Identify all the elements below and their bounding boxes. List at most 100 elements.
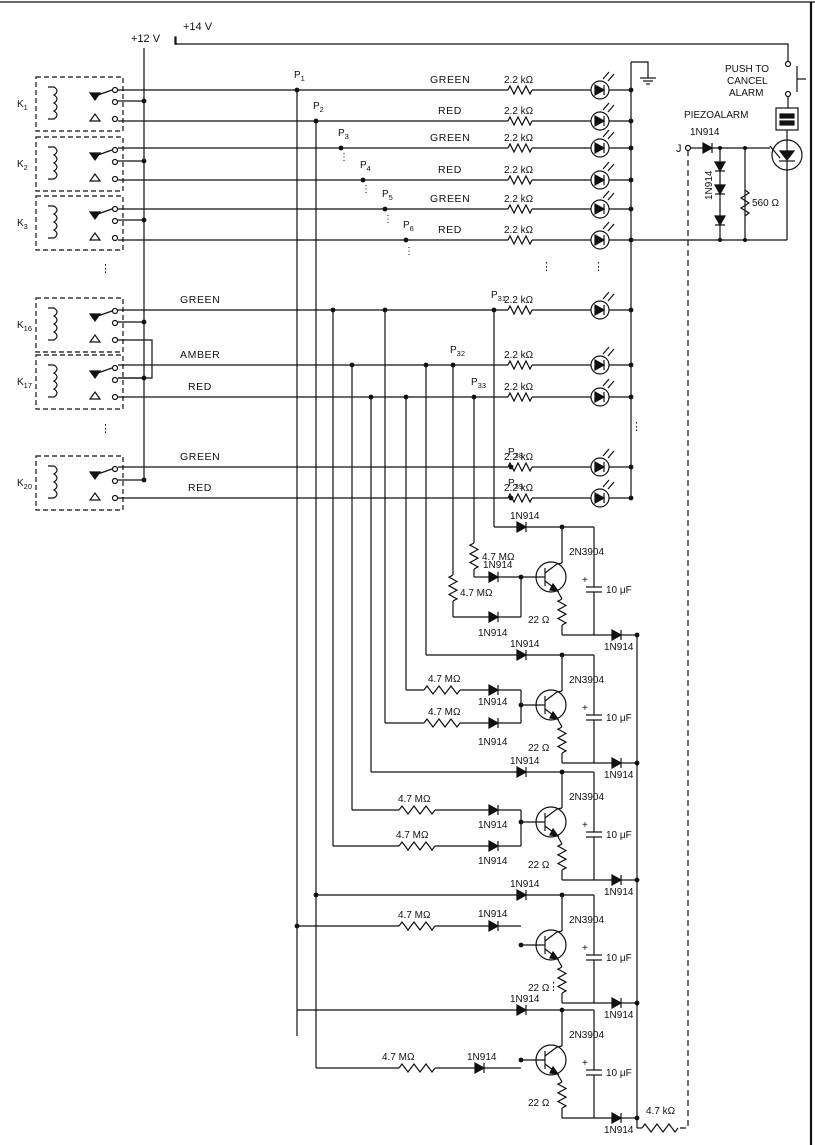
ellipsis: ⋮ xyxy=(100,423,111,435)
ellipsis: ⋮ xyxy=(383,214,393,225)
contact-pin xyxy=(111,86,119,94)
led-resistor xyxy=(507,115,533,127)
junction-dot xyxy=(508,495,514,501)
base-resistor xyxy=(423,685,461,695)
junction-dot xyxy=(382,206,388,212)
led-ray xyxy=(602,346,610,355)
junction-dot xyxy=(628,206,634,212)
led-ray xyxy=(602,448,610,457)
junction-dot xyxy=(628,118,634,124)
led-diode xyxy=(594,141,606,155)
bridge-wire xyxy=(118,339,153,379)
contact-blade xyxy=(94,468,113,476)
base-resistor xyxy=(447,574,459,602)
ellipsis: ⋮ xyxy=(541,261,552,273)
relay-box xyxy=(35,195,124,251)
diode-label: 1N914 xyxy=(510,879,540,890)
base-resistor xyxy=(398,921,436,931)
led-resistor-label: 2.2 kΩ xyxy=(504,106,534,117)
junction-dot xyxy=(628,495,634,501)
diode-label: 1N914 xyxy=(604,642,634,653)
diode-label: 1N914 xyxy=(604,770,634,781)
contact-arm xyxy=(88,313,102,323)
diode-output xyxy=(611,1111,623,1125)
point-label-p1: P1 xyxy=(294,70,305,83)
led-resistor-label: 2.2 kΩ xyxy=(504,452,534,463)
led-ray xyxy=(607,348,615,357)
wire-color-label: RED xyxy=(438,224,462,236)
cancel-label-3: ALARM xyxy=(729,88,763,99)
junction-dot xyxy=(141,217,147,223)
point-label-p4: P4 xyxy=(360,160,371,173)
emitter-wire xyxy=(556,834,563,845)
base-resistor xyxy=(398,1063,436,1073)
contact-arm xyxy=(88,152,102,162)
cap-label: 10 μF xyxy=(606,830,632,841)
emitter-arrow xyxy=(549,582,560,592)
junction-dot xyxy=(141,477,147,483)
diode-label: 1N914 xyxy=(604,1125,634,1136)
junction-dot xyxy=(628,394,634,400)
led-resistor xyxy=(507,461,533,473)
diode-output xyxy=(611,756,623,770)
contact-triangle xyxy=(88,333,102,343)
emitter-resistor-label: 22 Ω xyxy=(528,1098,550,1109)
supply-14v-label: +14 V xyxy=(183,21,213,33)
diode-label: 1N914 xyxy=(510,756,540,767)
collector-wire xyxy=(556,690,563,693)
diode-label: 1N914 xyxy=(478,856,508,867)
base-resistor xyxy=(468,542,480,570)
led-diode xyxy=(594,390,606,404)
led-diode xyxy=(594,233,606,247)
contact-triangle xyxy=(88,112,102,122)
led-ray xyxy=(602,378,610,387)
ellipsis: ⋮ xyxy=(404,246,414,257)
transistor-collector xyxy=(544,931,558,942)
emitter-resistor xyxy=(556,726,568,754)
base-resistor-label: 4.7 MΩ xyxy=(460,588,493,599)
cap-label: 10 μF xyxy=(606,953,632,964)
cap-plus: + xyxy=(582,943,588,954)
junction-dot xyxy=(518,1057,524,1063)
contact-arm xyxy=(88,370,102,380)
cancel-label-2: CANCEL xyxy=(727,76,768,87)
junction-dot xyxy=(628,464,634,470)
contact-pin xyxy=(111,115,119,123)
led-resistor-label: 2.2 kΩ xyxy=(504,350,534,361)
base-resistor-label: 4.7 MΩ xyxy=(396,830,429,841)
led-ray xyxy=(607,223,615,232)
contact-pin xyxy=(111,336,119,344)
diode-top xyxy=(516,1003,528,1017)
junction-dot xyxy=(141,98,147,104)
led-resistor-label: 2.2 kΩ xyxy=(504,194,534,205)
emitter-resistor xyxy=(556,966,568,994)
relay-box xyxy=(35,136,124,192)
transistor-2n3904 xyxy=(535,806,567,838)
led-ray xyxy=(607,293,615,302)
diode-output xyxy=(611,996,623,1010)
emitter-resistor-label: 22 Ω xyxy=(528,743,550,754)
point-label-p33: P33 xyxy=(471,377,486,390)
contact-arm xyxy=(88,471,102,481)
base-resistor-label: 4.7 MΩ xyxy=(428,674,461,685)
base-resistor xyxy=(398,805,436,815)
wire-color-label: GREEN xyxy=(180,294,220,306)
led-ray xyxy=(607,380,615,389)
point-label-p3: P3 xyxy=(338,128,349,141)
diode-label: 1N914 xyxy=(604,887,634,898)
diode-top xyxy=(516,888,528,902)
contact-pin xyxy=(111,146,119,154)
junction-dot xyxy=(141,158,147,164)
led-resistor xyxy=(507,203,533,215)
junction-dot xyxy=(628,237,634,243)
emitter-resistor xyxy=(556,598,568,626)
junction-dot xyxy=(403,394,409,400)
node xyxy=(718,238,722,242)
contact-arm xyxy=(88,211,102,221)
base-resistor-label: 4.7 MΩ xyxy=(428,707,461,718)
relay-box xyxy=(35,297,124,353)
contact-pin xyxy=(111,158,119,166)
junction-dot xyxy=(368,394,374,400)
wire-color-label: RED xyxy=(188,482,212,494)
